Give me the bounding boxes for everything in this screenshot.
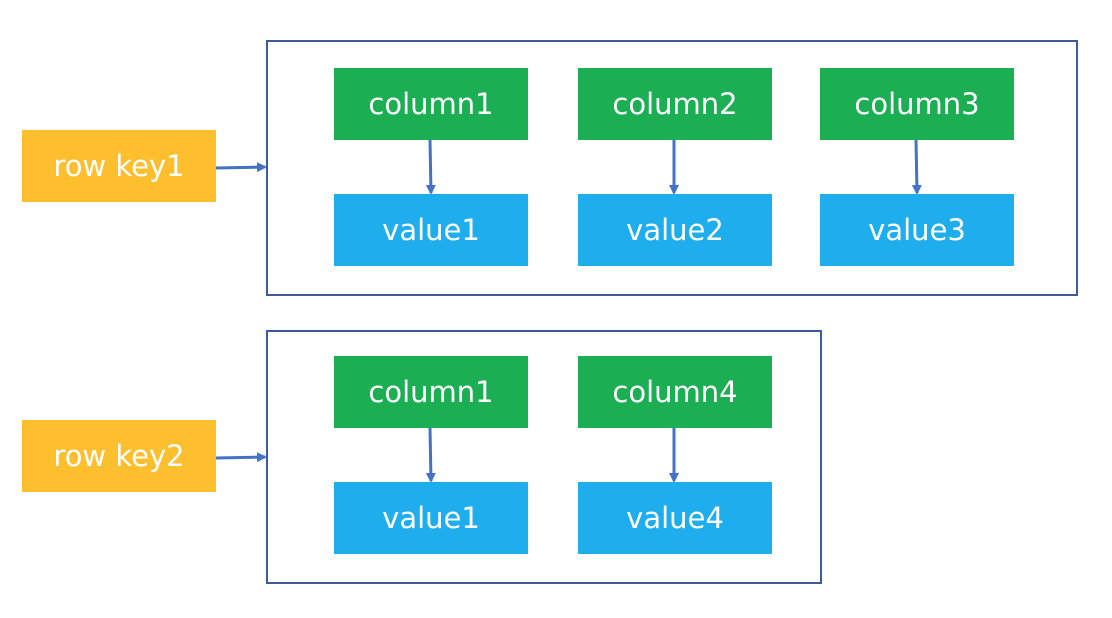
row-group-1 [266, 40, 1078, 296]
column-box: column3 [820, 68, 1014, 140]
row-key2-arrow [215, 452, 267, 463]
column-box: column4 [578, 356, 772, 428]
value-box: value1 [334, 194, 528, 266]
value-box: value2 [578, 194, 772, 266]
column-label: column1 [368, 375, 494, 409]
value-box: value1 [334, 482, 528, 554]
value-label: value4 [626, 501, 724, 535]
row-group-2 [266, 330, 822, 584]
column-label: column1 [368, 87, 494, 121]
column-box: column2 [578, 68, 772, 140]
column-value-arrow [425, 427, 436, 483]
row-key1-arrow [215, 162, 267, 173]
column-label: column3 [854, 87, 980, 121]
row-key-box: row key1 [22, 130, 216, 202]
column-box: column1 [334, 68, 528, 140]
column-value-arrow [425, 139, 436, 195]
row-key-label: row key1 [53, 149, 185, 183]
value-box: value3 [820, 194, 1014, 266]
value-label: value1 [382, 501, 480, 535]
row-key-label: row key2 [53, 439, 185, 473]
column-value-arrow [911, 139, 922, 195]
column-label: column2 [612, 87, 738, 121]
column-box: column1 [334, 356, 528, 428]
value-box: value4 [578, 482, 772, 554]
value-label: value2 [626, 213, 724, 247]
value-label: value1 [382, 213, 480, 247]
value-label: value3 [868, 213, 966, 247]
row-key-box: row key2 [22, 420, 216, 492]
column-label: column4 [612, 375, 738, 409]
